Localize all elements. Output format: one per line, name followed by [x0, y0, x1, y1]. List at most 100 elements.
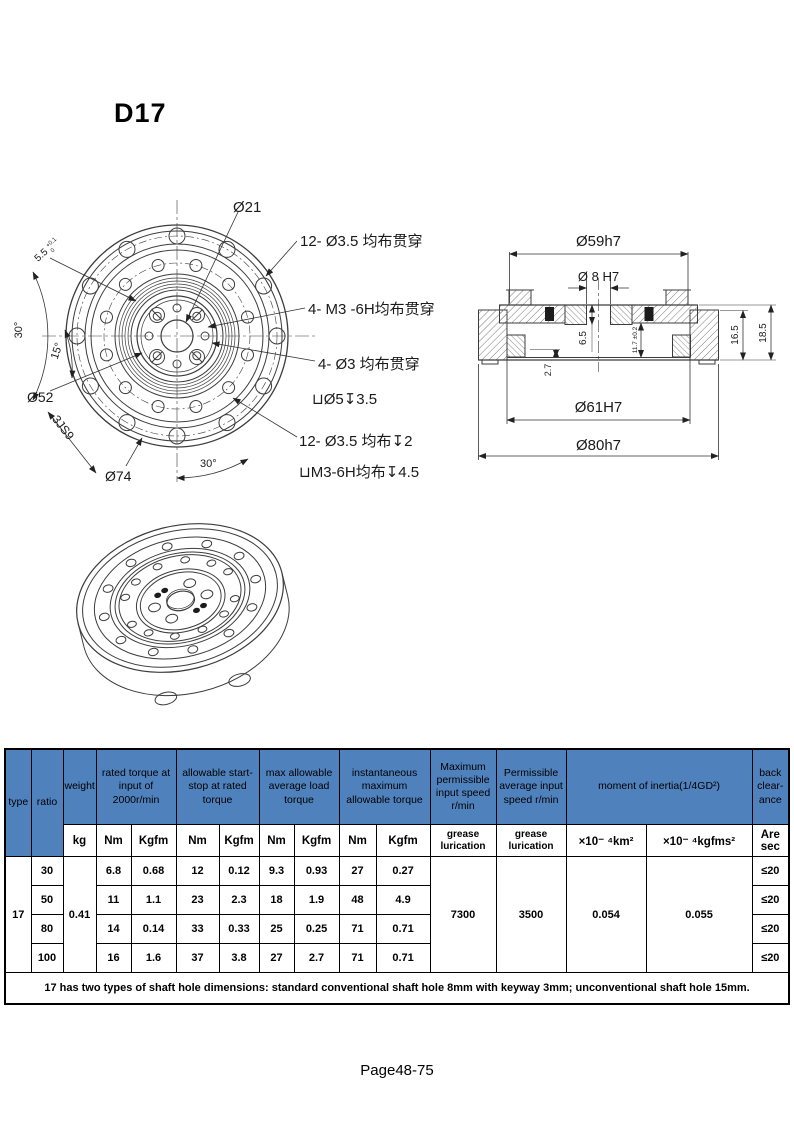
- unit-arcsec: Are sec: [751, 824, 790, 857]
- cell-value: 33: [175, 914, 220, 944]
- cell-value: 12: [175, 856, 220, 886]
- cell-value: 0.12: [218, 856, 260, 886]
- cell-value: 0.93: [293, 856, 340, 886]
- cell-value: 2.3: [218, 885, 260, 915]
- cell-value: 0.33: [218, 914, 260, 944]
- callout-12-d35-through: 12- Ø3.5 均布贯穿: [300, 233, 423, 250]
- unit-nm-1: Nm: [95, 824, 132, 857]
- unit-kgfm-4: Kgfm: [375, 824, 431, 857]
- dim-d74: Ø74: [105, 468, 132, 484]
- page-title: D17: [114, 98, 167, 128]
- dim-d21: Ø21: [233, 199, 261, 216]
- col-header-rated-torque: rated torque at input of 2000r/min: [95, 748, 177, 825]
- table-row: 50 11 1.1 23 2.3 18 1.9 48 4.9 ≤20: [5, 885, 790, 915]
- cell-ratio: 80: [30, 914, 64, 944]
- cell-value: 0.71: [375, 943, 431, 973]
- cell-value: 48: [338, 885, 377, 915]
- cell-value: 0.68: [130, 856, 177, 886]
- unit-km2: ×10⁻ ⁴km²: [565, 824, 647, 857]
- callout-counterbore: ⊔Ø5↧3.5: [312, 391, 377, 408]
- cell-value: 23: [175, 885, 220, 915]
- unit-nm-3: Nm: [258, 824, 295, 857]
- cell-value: 3.8: [218, 943, 260, 973]
- dim-11-7: 11.7 ±0.2: [632, 326, 639, 353]
- col-header-back-clearance: back clear-ance: [751, 748, 790, 825]
- cell-back-clearance: ≤20: [751, 885, 790, 915]
- dim-18-5: 18.5: [758, 323, 769, 343]
- dim-angle-15: 15°: [49, 341, 66, 361]
- section-labels: Ø59h7 Ø 8 H7 6.5 11.7 ±0.2 2.7 16.5 18.5…: [543, 233, 769, 454]
- cell-value: 1.1: [130, 885, 177, 915]
- cell-value: 37: [175, 943, 220, 973]
- unit-kgfms2: ×10⁻ ⁴kgfms²: [645, 824, 753, 857]
- cell-value: 2.7: [293, 943, 340, 973]
- col-header-avg-input-speed: Permissible average input speed r/min: [495, 748, 567, 825]
- front-leaders: [32, 211, 316, 482]
- isometric-view: [76, 523, 290, 706]
- dim-2-7: 2.7: [543, 364, 553, 377]
- cell-value: 0.14: [130, 914, 177, 944]
- dim-d61h7: Ø61H7: [575, 399, 623, 416]
- col-header-max-input-speed: Maximum permissible input speed r/min: [429, 748, 497, 825]
- cell-ratio: 30: [30, 856, 64, 886]
- cell-value: 25: [258, 914, 295, 944]
- dim-d59h7: Ø59h7: [576, 233, 621, 250]
- outer-bolt-holes: [68, 227, 286, 445]
- dim-d80h7: Ø80h7: [576, 437, 621, 454]
- cell-value: 9.3: [258, 856, 295, 886]
- spec-table: type ratio weight rated torque at input …: [4, 748, 791, 1005]
- dim-angle-30-bottom: 30°: [200, 458, 217, 470]
- iso-mid-holes: [120, 556, 240, 640]
- callout-m3-blind: ⊔M3-6H均布↧4.5: [299, 464, 419, 481]
- cell-value: 11: [95, 885, 132, 915]
- unit-kgfm-2: Kgfm: [218, 824, 260, 857]
- unit-kg: kg: [62, 824, 97, 857]
- cell-value: 27: [338, 856, 377, 886]
- technical-drawing: Ø21 12- Ø3.5 均布贯穿 4- M3 -6H均布贯穿 4- Ø3 均布…: [13, 199, 776, 706]
- unit-grease-1: grease lurication: [429, 824, 497, 857]
- dim-3js9: 3JS9: [49, 412, 77, 442]
- dim-6-5: 6.5: [578, 331, 589, 345]
- cell-value: 71: [338, 943, 377, 973]
- table-row: 17 30 0.41 6.8 0.68 12 0.12 9.3 0.93 27 …: [4, 856, 790, 973]
- col-header-start-stop: allowable start-stop at rated torque: [175, 748, 260, 825]
- iso-outer-holes: [98, 539, 262, 657]
- callout-12-d35-depth: 12- Ø3.5 均布↧2: [299, 433, 412, 450]
- unit-nm-2: Nm: [175, 824, 220, 857]
- unit-kgfm-3: Kgfm: [293, 824, 340, 857]
- cell-type: 17: [4, 856, 32, 973]
- cell-value: 6.8: [95, 856, 132, 886]
- cell-value: 18: [258, 885, 295, 915]
- col-header-type: type: [4, 748, 32, 857]
- cell-value: 71: [338, 914, 377, 944]
- cell-value: 16: [95, 943, 132, 973]
- dim-d52: Ø52: [27, 389, 54, 405]
- unit-kgfm-1: Kgfm: [130, 824, 177, 857]
- col-header-ratio: ratio: [30, 748, 64, 857]
- callout-4-m3-through: 4- M3 -6H均布贯穿: [308, 301, 435, 318]
- front-view: Ø21 12- Ø3.5 均布贯穿 4- M3 -6H均布贯穿 4- Ø3 均布…: [13, 199, 435, 484]
- page-number: Page48-75: [360, 1062, 434, 1079]
- unit-grease-2: grease lurication: [495, 824, 567, 857]
- cell-value: 0.71: [375, 914, 431, 944]
- cell-max-speed: 7300: [429, 856, 497, 973]
- inner-holes: [144, 303, 210, 369]
- table-row: 80 14 0.14 33 0.33 25 0.25 71 0.71 ≤20: [5, 914, 790, 944]
- cell-value: 1.6: [130, 943, 177, 973]
- unit-nm-4: Nm: [338, 824, 377, 857]
- cell-inertia-km2: 0.054: [565, 856, 647, 973]
- iso-inner-holes: [148, 578, 214, 624]
- col-header-max-avg-torque: max allowable average load torque: [258, 748, 340, 825]
- cell-avg-speed: 3500: [495, 856, 567, 973]
- dim-tol-lower: 0: [50, 247, 57, 254]
- cell-back-clearance: ≤20: [751, 943, 790, 973]
- section-dims: [478, 251, 776, 460]
- callout-4-d3-through: 4- Ø3 均布贯穿: [318, 356, 420, 373]
- cell-ratio: 50: [30, 885, 64, 915]
- cell-value: 14: [95, 914, 132, 944]
- cell-inertia-kgfms2: 0.055: [645, 856, 753, 973]
- dim-d8h7: Ø 8 H7: [578, 269, 619, 284]
- col-header-inertia: moment of inertia(1/4GD²): [565, 748, 753, 825]
- col-header-weight: weight: [62, 748, 97, 825]
